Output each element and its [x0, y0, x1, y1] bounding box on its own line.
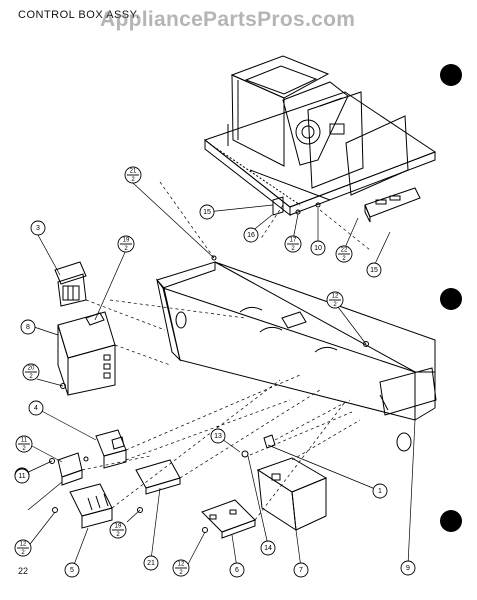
bracket-drawing	[57, 452, 83, 486]
svg-text:3: 3	[36, 225, 40, 232]
fraction-callout-group: 212 192 122 172 222 202 112 122 192 122	[14, 166, 353, 577]
callout-22-2: 222	[335, 245, 353, 263]
svg-text:12: 12	[20, 542, 27, 548]
screw-drawing-6	[363, 341, 369, 347]
binder-hole-bottom	[440, 510, 462, 532]
control-board-drawing	[57, 311, 116, 396]
callout-15-upper: 15	[199, 204, 215, 220]
callout-7: 7	[293, 562, 309, 578]
leader-lines	[21, 182, 416, 571]
fastener-drawing-2	[315, 202, 321, 208]
svg-text:22: 22	[341, 248, 348, 254]
svg-text:2: 2	[342, 256, 346, 262]
callout-15-lower: 15	[366, 262, 382, 278]
callout-12-2-left: 122	[14, 539, 32, 557]
callout-11-mark: 11	[14, 468, 30, 484]
terminal-block-drawing	[69, 483, 113, 529]
binder-hole-middle	[440, 288, 462, 310]
fastener-drawing-3	[211, 255, 217, 261]
svg-text:2: 2	[291, 246, 295, 252]
relay-drawing	[95, 429, 127, 469]
screw-drawing-4	[60, 383, 66, 389]
screw-drawing	[241, 450, 249, 458]
callout-20-2: 202	[22, 363, 40, 381]
mounting-bracket-drawing	[201, 499, 256, 539]
svg-text:4: 4	[34, 405, 38, 412]
svg-text:21: 21	[130, 169, 137, 175]
svg-text:16: 16	[247, 232, 255, 239]
svg-text:19: 19	[115, 524, 122, 530]
callout-6: 6	[229, 562, 245, 578]
callout-10: 10	[310, 240, 326, 256]
screw-drawing-8	[83, 456, 89, 462]
callout-group: 1 2 3 4 5 6 7 8 9 10 11 13 14 15 15 16 2…	[14, 204, 416, 578]
svg-text:11: 11	[18, 473, 25, 480]
svg-text:21: 21	[147, 560, 155, 567]
svg-text:20: 20	[28, 366, 35, 372]
screw-drawing-3	[137, 507, 143, 513]
callout-21-2: 212	[124, 166, 142, 184]
callout-9: 9	[400, 560, 416, 576]
svg-text:15: 15	[203, 209, 211, 216]
control-box-panel-drawing	[156, 261, 437, 452]
callout-19-2-upper: 192	[117, 235, 135, 253]
callout-12-2-upper: 122	[326, 291, 344, 309]
callout-14: 14	[260, 540, 276, 556]
callout-4: 4	[28, 400, 44, 416]
small-bracket-drawing	[272, 196, 284, 216]
svg-text:10: 10	[314, 245, 322, 252]
screw-drawing-7	[202, 527, 208, 533]
svg-text:8: 8	[26, 324, 30, 331]
svg-text:2: 2	[21, 550, 25, 556]
svg-text:2: 2	[22, 446, 26, 452]
unit-chassis-drawing	[203, 55, 437, 223]
svg-text:6: 6	[235, 567, 239, 574]
svg-text:12: 12	[332, 294, 339, 300]
svg-text:2: 2	[29, 374, 33, 380]
svg-text:15: 15	[370, 267, 378, 274]
svg-text:2: 2	[179, 570, 183, 576]
svg-text:1: 1	[378, 488, 382, 495]
callout-21: 21	[143, 555, 159, 571]
svg-text:2: 2	[131, 177, 135, 183]
callout-1: 1	[372, 483, 388, 499]
callout-17-2: 172	[284, 235, 302, 253]
assembly-lines	[81, 181, 371, 521]
relay-small-drawing	[263, 434, 276, 449]
svg-text:2: 2	[333, 302, 337, 308]
screw-drawing-5	[49, 458, 55, 464]
svg-text:13: 13	[214, 433, 222, 440]
svg-text:5: 5	[70, 567, 74, 574]
callout-8: 8	[20, 319, 36, 335]
svg-text:7: 7	[299, 567, 303, 574]
svg-text:14: 14	[264, 545, 272, 552]
svg-text:2: 2	[124, 246, 128, 252]
svg-text:17: 17	[290, 238, 297, 244]
callout-19-2-lower: 192	[109, 521, 127, 539]
junction-box-drawing	[256, 457, 328, 531]
binder-hole-top	[440, 64, 462, 86]
svg-text:2: 2	[116, 532, 120, 538]
watermark: AppliancePartsPros.com	[100, 8, 356, 31]
svg-text:9: 9	[406, 565, 410, 572]
callout-11-2: 112	[15, 435, 33, 453]
screw-drawing-2	[52, 507, 58, 513]
callout-12-2-lower: 122	[172, 559, 190, 577]
svg-text:12: 12	[178, 562, 185, 568]
cover-plate-drawing	[135, 459, 181, 495]
svg-text:19: 19	[123, 238, 130, 244]
callout-16: 16	[243, 227, 259, 243]
callout-5: 5	[64, 562, 80, 578]
callout-3: 3	[30, 220, 46, 236]
callout-13: 13	[210, 428, 226, 444]
svg-text:11: 11	[21, 438, 28, 444]
page-number: 22	[18, 566, 29, 576]
diagram-title: CONTROL BOX ASSY.	[18, 9, 140, 21]
